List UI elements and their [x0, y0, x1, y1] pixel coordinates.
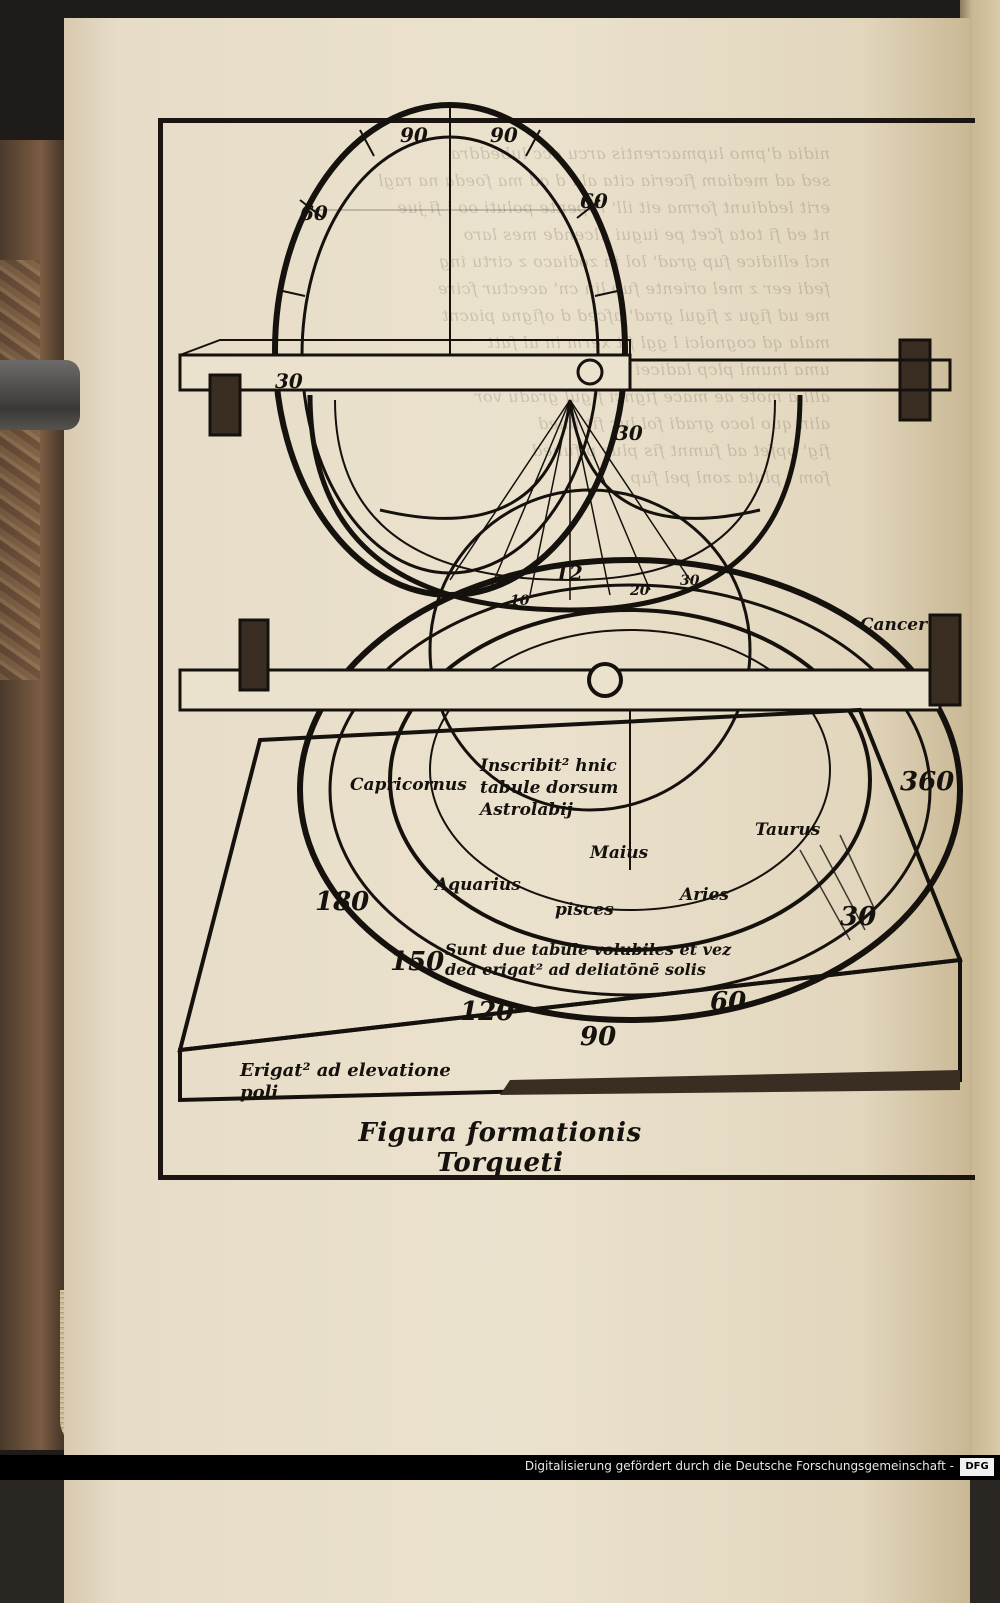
zodiac-label-pisces: pisces: [555, 900, 614, 920]
digitization-footer: Digitalisierung gefördert durch die Deut…: [0, 1455, 1000, 1480]
scale-number: 180: [315, 887, 369, 917]
footer-credit: Digitalisierung gefördert durch die Deut…: [524, 1459, 954, 1473]
scale-number: 90: [490, 123, 518, 147]
book-page: [64, 18, 970, 1603]
scale-number: 12: [555, 561, 583, 585]
lower-bar: [178, 668, 942, 712]
scale-number: 20: [629, 583, 650, 599]
scale-number: 60: [300, 201, 328, 225]
scale-number: 60: [580, 189, 608, 213]
upper-bar: [178, 353, 632, 392]
half-dial: [307, 394, 803, 613]
scale-number: 30: [275, 369, 303, 393]
scale-number: 30: [840, 902, 876, 932]
zodiac-label-capricornus: Capricornus: [350, 775, 467, 795]
month-label-maius: Maius: [589, 843, 649, 863]
scale-number: 60: [710, 987, 746, 1017]
lower-ring-outer: [297, 557, 963, 1023]
label-sunt-due: Sunt due tabule volubiles et vez dea eri…: [445, 940, 732, 979]
scale-number: 30: [680, 573, 700, 589]
scale-number: 30: [615, 421, 643, 445]
scale-number: 10: [510, 593, 530, 609]
torquetum-woodcut: 90 90 60 60 30 30 12 180 150 120 90 60 3…: [177, 102, 963, 1103]
scale-number: 150: [390, 947, 444, 977]
zodiac-label-cancer: Cancer: [860, 615, 928, 635]
scale-number: 360: [900, 767, 954, 797]
lower-ring-inner: [328, 583, 932, 997]
book-clamp: [0, 360, 80, 430]
scale-number: 90: [400, 123, 428, 147]
marbled-endpaper: [0, 260, 40, 680]
zodiac-label-taurus: Taurus: [755, 820, 821, 840]
zodiac-ring: [388, 608, 872, 952]
zodiac-label-aries: Aries: [678, 885, 729, 905]
woodcut-frame: [158, 118, 975, 1180]
label-erigatur: Erigat² ad elevatione poli: [240, 1060, 451, 1103]
zodiac-label-aquarius: Aquarius: [433, 875, 521, 895]
dfg-logo: DFG: [960, 1458, 994, 1476]
figure-caption: Figura formationis Torqueti: [358, 1118, 642, 1178]
scale-number: 120: [460, 997, 514, 1027]
label-inscribitur: Inscribit² hnic tabule dorsum Astrolabij: [480, 756, 619, 820]
scale-number: 90: [580, 1022, 616, 1052]
